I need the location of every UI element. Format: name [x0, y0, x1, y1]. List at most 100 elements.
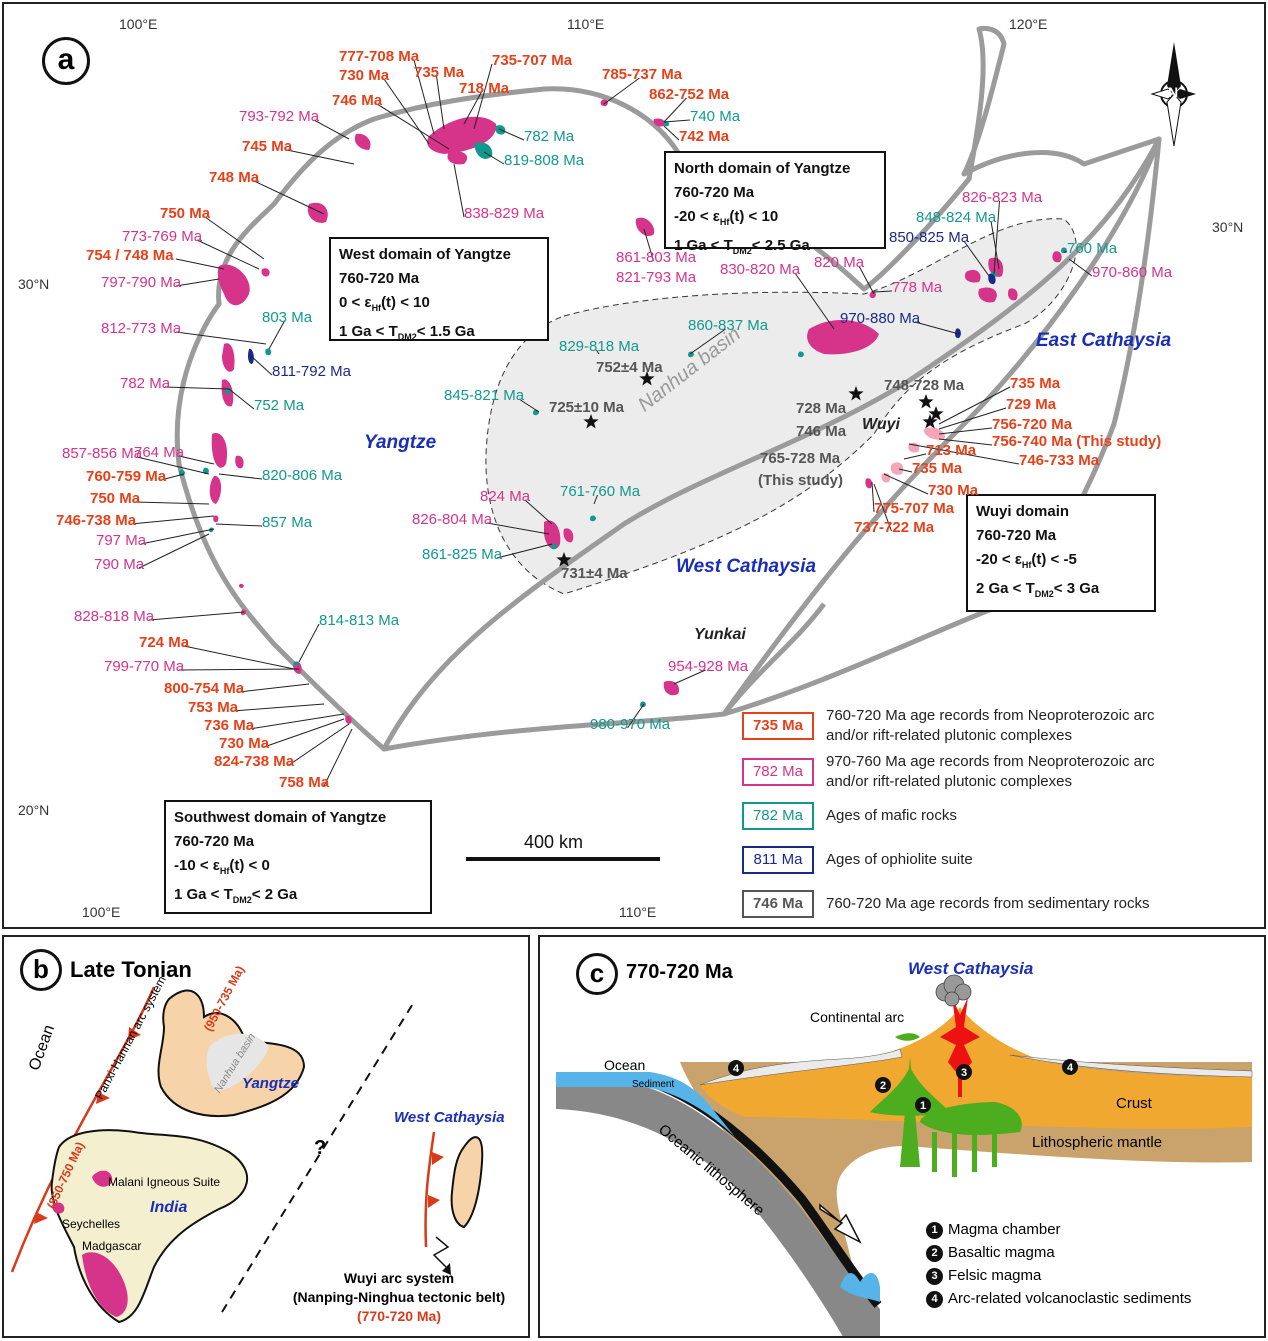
pluton-outcrop	[1052, 251, 1062, 263]
leader-lines	[130, 59, 1093, 787]
leader-line	[963, 240, 990, 277]
age-label: 970-880 Ma	[840, 310, 921, 327]
age-label: 724 Ma	[139, 634, 190, 651]
leader-line	[323, 728, 353, 787]
pluton-outcrop	[1007, 288, 1018, 301]
leader-line	[993, 200, 1000, 275]
leader-line	[178, 455, 215, 465]
age-label: 718 Ma	[459, 80, 510, 97]
marker-4-right: 4	[1062, 1059, 1078, 1075]
age-label: 756-720 Ma	[992, 416, 1073, 433]
age-label: 760 Ma	[1067, 240, 1118, 257]
svg-text:3: 3	[961, 1067, 967, 1079]
age-label: 803 Ma	[262, 309, 313, 326]
age-label: 861-803 Ma	[616, 249, 697, 266]
leader-line	[383, 78, 430, 145]
age-label: 814-813 Ma	[319, 612, 400, 629]
pluton-outcrop	[474, 142, 493, 159]
panel-c-letter: c	[576, 953, 618, 995]
age-label: 730 Ma	[928, 482, 979, 499]
pluton-outcrop	[590, 515, 596, 522]
legend-swatch: 782 Ma	[742, 758, 814, 786]
leader-line	[1068, 258, 1093, 277]
panel-b-svg	[10, 986, 484, 1324]
pluton-outcrop	[238, 583, 244, 588]
sediment-star-icon	[583, 414, 599, 429]
pluton-group	[179, 99, 1067, 724]
legend-c-number: 1	[926, 1221, 943, 1239]
east-cathaysia-outline	[721, 136, 1162, 717]
leader-line	[288, 723, 350, 766]
leader-line	[524, 499, 553, 525]
age-label: 756-740 Ma (This study)	[992, 433, 1162, 450]
wuyi-domain-box: Wuyi domain 760-720 Ma -20 < εHf(t) < -5…	[966, 494, 1156, 612]
wuyi-arc-label: Wuyi arc system (Nanping-Ninghua tectoni…	[292, 1270, 506, 1324]
age-label: 746 Ma	[332, 92, 383, 109]
volcanic-plume	[935, 974, 972, 1007]
sediment-star-icon	[922, 414, 938, 429]
svg-text:2: 2	[880, 1080, 886, 1092]
leader-line	[175, 258, 225, 270]
leader-line	[643, 228, 654, 262]
age-label: 954-928 Ma	[668, 658, 749, 675]
age-label: 826-804 Ma	[412, 511, 493, 528]
leader-line	[858, 265, 875, 295]
age-label: 829-818 Ma	[559, 338, 640, 355]
nanhua-basin-b	[206, 1033, 269, 1092]
oceanic-lithosphere	[556, 1085, 880, 1336]
leader-line	[663, 97, 687, 123]
region-yunkai: Yunkai	[694, 626, 746, 643]
age-label: 790 Ma	[94, 556, 145, 573]
age-label: 737-722 Ma	[854, 519, 935, 536]
leader-line	[136, 456, 210, 475]
pluton-outcrop	[211, 433, 228, 468]
legend-c-number: 3	[926, 1267, 943, 1285]
panel-c-title: 770-720 Ma	[626, 961, 733, 983]
leader-line	[453, 163, 465, 218]
legend-text: Ages of ophiolite suite	[826, 851, 973, 868]
leader-line	[298, 623, 320, 663]
pluton-outcrop	[447, 151, 468, 165]
pluton-outcrop	[293, 661, 299, 667]
leader-line	[938, 427, 993, 435]
age-label: 753 Ma	[188, 699, 239, 716]
age-label: 793-792 Ma	[239, 108, 320, 125]
continental-arc-label: Continental arc	[810, 1009, 905, 1025]
pluton-outcrop	[209, 475, 222, 504]
pluton-outcrop	[640, 701, 646, 708]
crust-label: Crust	[1116, 1095, 1152, 1112]
leader-line	[663, 119, 691, 123]
sediment-star-icon	[639, 371, 655, 386]
age-label: 750 Ma	[90, 490, 141, 507]
west-cathaysia-block	[450, 1136, 484, 1229]
leader-line	[148, 611, 245, 621]
panel-b-letter: b	[20, 949, 62, 991]
age-label: 800-754 Ma	[164, 680, 245, 697]
age-label: 748-728 Ma	[884, 377, 965, 394]
leader-line	[436, 75, 445, 130]
leader-line	[883, 473, 929, 495]
legend-c-number: 4	[926, 1290, 943, 1308]
age-label: 778 Ma	[892, 279, 943, 296]
legend-c-text: Basaltic magma	[948, 1244, 1055, 1261]
age-label: 799-770 Ma	[104, 658, 185, 675]
map-a-svg	[130, 25, 1196, 861]
pluton-outcrop	[923, 427, 945, 440]
age-label: 824-738 Ma	[214, 753, 295, 770]
age-label: 819-808 Ma	[504, 152, 585, 169]
india-label: India	[150, 1199, 188, 1216]
dashed-boundary	[221, 1001, 415, 1313]
age-label: 765-728 Ma	[760, 450, 841, 467]
leader-line	[138, 533, 210, 569]
leader-line	[164, 386, 230, 390]
leader-line	[518, 398, 540, 413]
coord-110e-bottom: 110°E	[619, 904, 657, 920]
subduction-line-west	[10, 986, 156, 1273]
age-label: 773-769 Ma	[122, 228, 203, 245]
pluton-outcrop	[544, 520, 561, 550]
age-label: 760-759 Ma	[86, 468, 167, 485]
age-label: 775-707 Ma	[874, 500, 955, 517]
